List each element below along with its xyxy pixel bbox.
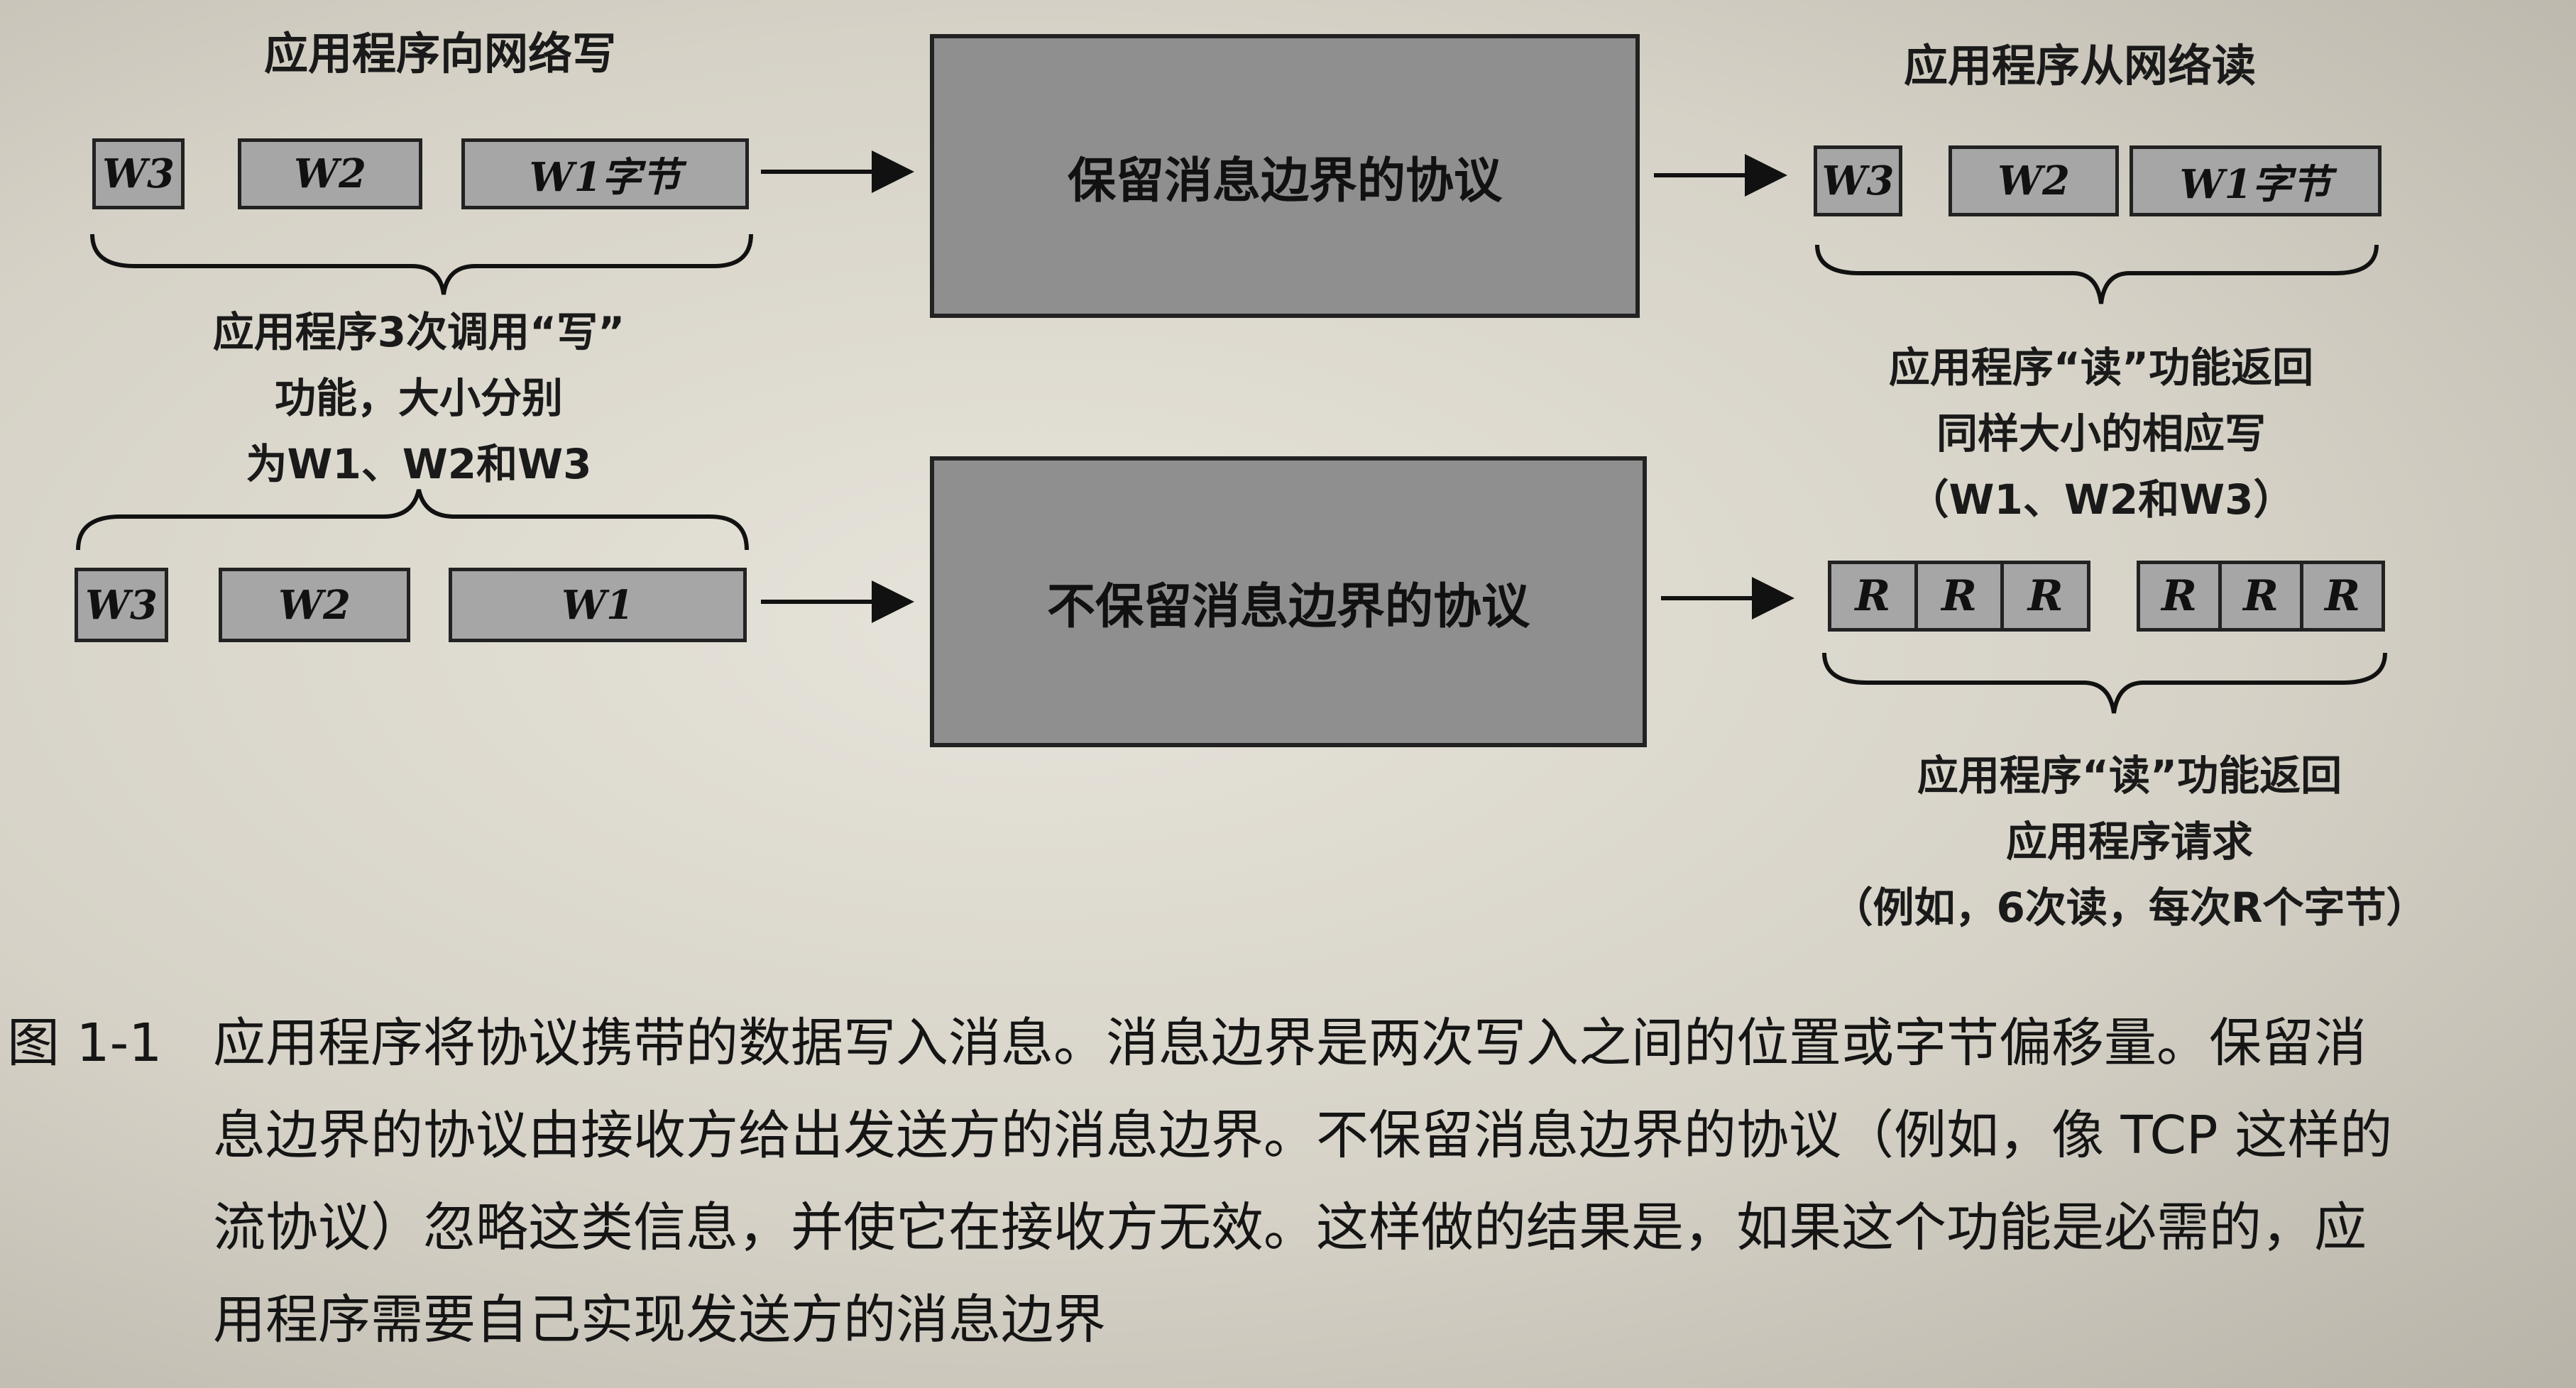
- write-heading: 应用程序向网络写: [263, 28, 616, 79]
- right-note-bottom-line-3: （例如，6次读，每次R个字节）: [1831, 883, 2428, 932]
- read-chunk: R: [2218, 561, 2303, 632]
- left-note-line-3: 为W1、W2和W3: [246, 440, 592, 488]
- read-chunk: R: [1828, 561, 1918, 632]
- read-chunk: R: [2300, 561, 2385, 632]
- top-write-segment-w2: W2: [238, 138, 422, 209]
- top-write-segment-w1: W1字节: [461, 138, 749, 209]
- protocol-preserve-label: 保留消息边界的协议: [1067, 153, 1502, 209]
- caption-line-1: 应用程序将协议携带的数据写入消息。消息边界是两次写入之间的位置或字节偏移量。保留…: [213, 1013, 2367, 1074]
- brace-bottom-left: [76, 489, 749, 551]
- bottom-write-segment-w2: W2: [219, 568, 410, 642]
- left-note-line-2: 功能，大小分别: [274, 374, 563, 422]
- top-read-segment-w1: W1字节: [2130, 145, 2382, 216]
- bottom-write-segment-w1: W1: [449, 568, 747, 642]
- read-chunk: R: [2137, 561, 2222, 632]
- top-read-segment-w2: W2: [1949, 145, 2119, 216]
- right-note-bottom-line-1: 应用程序“读”功能返回: [1917, 751, 2342, 800]
- right-note-top-line-3: （W1、W2和W3）: [1907, 475, 2295, 524]
- right-note-top-line-1: 应用程序“读”功能返回: [1888, 343, 2314, 392]
- brace-top-left: [90, 233, 753, 295]
- protocol-no-preserve-label: 不保留消息边界的协议: [1046, 578, 1530, 635]
- caption-line-2: 息边界的协议由接收方给出发送方的消息边界。不保留消息边界的协议（例如，像 TCP…: [213, 1105, 2393, 1166]
- brace-top-right: [1815, 244, 2379, 304]
- top-write-segment-w3: W3: [92, 138, 185, 209]
- caption-line-3: 流协议）忽略这类信息，并使它在接收方无效。这样做的结果是，如果这个功能是必需的，…: [213, 1197, 2367, 1258]
- read-group-1: R R R: [1828, 561, 2091, 632]
- protocol-box-no-preserve: 不保留消息边界的协议: [930, 456, 1647, 747]
- left-note-line-1: 应用程序3次调用“写”: [212, 308, 625, 356]
- figure-number: 图 1-1: [7, 1013, 163, 1074]
- read-group-2: R R R: [2137, 561, 2385, 632]
- read-chunk: R: [2000, 561, 2091, 632]
- read-chunk: R: [1914, 561, 2005, 632]
- brace-bottom-right: [1822, 652, 2387, 714]
- right-note-bottom-line-2: 应用程序请求: [2005, 817, 2253, 866]
- read-heading: 应用程序从网络读: [1903, 40, 2256, 92]
- right-note-top-line-2: 同样大小的相应写: [1936, 409, 2266, 458]
- bottom-write-segment-w3: W3: [75, 568, 168, 642]
- top-read-segment-w3: W3: [1814, 145, 1902, 216]
- protocol-box-preserve: 保留消息边界的协议: [930, 34, 1640, 318]
- caption-line-4: 用程序需要自己实现发送方的消息边界: [213, 1289, 1106, 1350]
